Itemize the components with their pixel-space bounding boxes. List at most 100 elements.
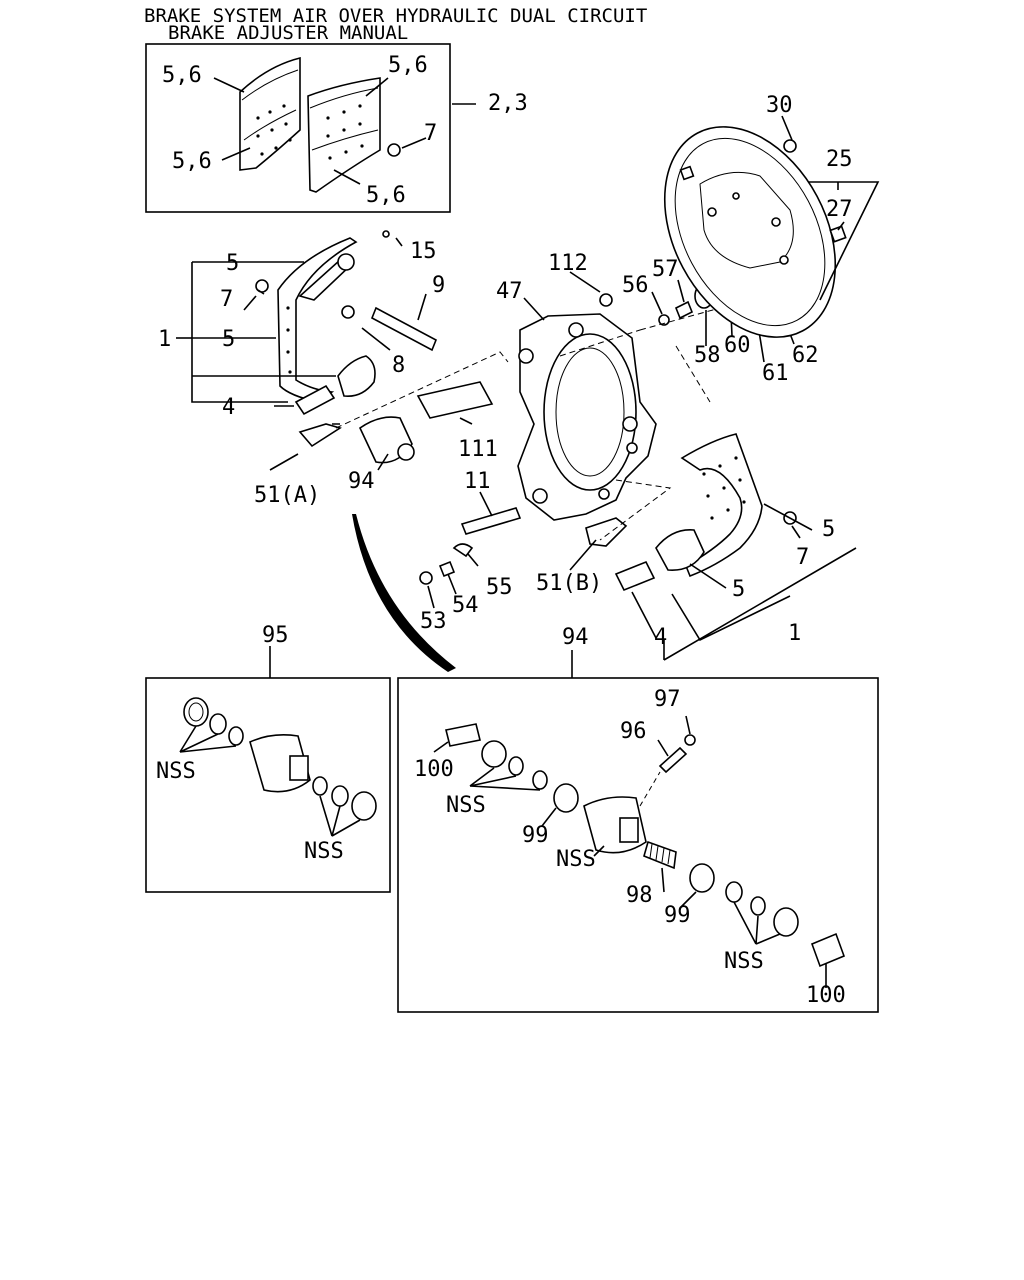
label-57: 57 bbox=[652, 257, 679, 282]
cam-51a-part bbox=[298, 423, 342, 448]
label-99-left: 99 bbox=[522, 823, 549, 848]
brake-lining-left bbox=[239, 56, 301, 171]
label-97: 97 bbox=[654, 687, 681, 712]
pin-15-part bbox=[382, 230, 390, 238]
label-47: 47 bbox=[496, 279, 523, 304]
diagram-title-line2: BRAKE ADJUSTER MANUAL bbox=[168, 22, 408, 44]
label-7-inset: 7 bbox=[424, 121, 437, 146]
bolt-30-part bbox=[783, 139, 797, 153]
spider-center-bore bbox=[543, 333, 637, 491]
label-5-6-bottom-left: 5,6 bbox=[172, 149, 212, 174]
piston-99-left-part bbox=[553, 783, 579, 813]
label-15: 15 bbox=[410, 239, 437, 264]
shoe-roller-right bbox=[655, 529, 705, 571]
label-96: 96 bbox=[620, 719, 647, 744]
label-100-right: 100 bbox=[806, 983, 846, 1008]
label-nss-94-c: NSS bbox=[724, 949, 764, 974]
label-94-left: 94 bbox=[348, 469, 375, 494]
spring-57-part bbox=[674, 300, 694, 320]
plate-111-part bbox=[416, 381, 494, 419]
label-30: 30 bbox=[766, 93, 793, 118]
label-56: 56 bbox=[622, 273, 649, 298]
brake-spider-assembly: 112 47 56 57 58 60 61 62 11 51(B) 55 54 … bbox=[352, 251, 819, 672]
inset-frame-94 bbox=[397, 677, 879, 1013]
inset-brake-linings: 5,6 5,6 5,6 5,6 7 2,3 bbox=[145, 43, 528, 213]
roller-8-part bbox=[341, 305, 355, 319]
boot-94-right-part bbox=[773, 907, 799, 937]
label-7-right: 7 bbox=[796, 545, 809, 570]
bolt-112-part bbox=[599, 293, 613, 307]
label-98: 98 bbox=[626, 883, 653, 908]
label-112: 112 bbox=[548, 251, 588, 276]
bleeder-96-part bbox=[658, 746, 688, 774]
label-nss-94-b: NSS bbox=[556, 847, 596, 872]
label-5-right-a: 5 bbox=[822, 517, 835, 542]
label-5-6-top-left: 5,6 bbox=[162, 63, 202, 88]
label-4-left: 4 bbox=[222, 395, 235, 420]
label-1-left: 1 bbox=[158, 327, 171, 352]
dust-shield-25-part bbox=[663, 126, 837, 338]
label-53: 53 bbox=[420, 609, 447, 634]
left-brake-shoe-assembly: 5 15 7 9 1 5 8 4 111 94 51(A) bbox=[158, 230, 509, 508]
label-4-right: 4 bbox=[654, 625, 667, 650]
washer-54-part bbox=[438, 560, 456, 578]
label-95: 95 bbox=[262, 623, 289, 648]
backing-plate-assembly: 30 25 27 bbox=[663, 93, 880, 338]
label-60: 60 bbox=[724, 333, 751, 358]
label-27: 27 bbox=[826, 197, 853, 222]
label-51a: 51(A) bbox=[254, 483, 320, 508]
bolt-53-part bbox=[419, 571, 433, 585]
label-nss-95-a: NSS bbox=[156, 759, 196, 784]
label-55: 55 bbox=[486, 575, 513, 600]
label-8: 8 bbox=[392, 353, 405, 378]
washer-56-part bbox=[658, 314, 670, 326]
anchor-pin-9-part bbox=[370, 306, 438, 352]
rivet-part bbox=[387, 143, 401, 157]
label-5-right-b: 5 bbox=[732, 577, 745, 602]
label-5-shoe-mid: 5 bbox=[222, 327, 235, 352]
label-100-left: 100 bbox=[414, 757, 454, 782]
label-9: 9 bbox=[432, 273, 445, 298]
spring-98-part bbox=[643, 840, 677, 870]
label-51b: 51(B) bbox=[536, 571, 602, 596]
assembly-arrow bbox=[352, 514, 456, 672]
pushrod-100-right-part bbox=[810, 932, 846, 968]
label-54: 54 bbox=[452, 593, 479, 618]
label-7-left: 7 bbox=[220, 287, 233, 312]
inset-95-wheel-cylinder-kit: 95 NSS NSS bbox=[145, 623, 391, 893]
rivet-7-left-part bbox=[255, 279, 269, 293]
label-nss-94-a: NSS bbox=[446, 793, 486, 818]
label-25: 25 bbox=[826, 147, 853, 172]
label-nss-95-b: NSS bbox=[304, 839, 344, 864]
inset-frame-95 bbox=[145, 677, 391, 893]
label-61: 61 bbox=[762, 361, 789, 386]
bushing-4-left-part bbox=[294, 384, 336, 416]
pushrod-100-left-part bbox=[445, 723, 481, 747]
boot-right-part bbox=[351, 791, 377, 821]
clip-55-part bbox=[452, 543, 474, 558]
bushing-4-right-part bbox=[614, 560, 656, 592]
right-brake-shoe-assembly: 5 7 5 4 1 bbox=[614, 433, 857, 661]
pin-11-part bbox=[460, 507, 522, 535]
cam-51b-part bbox=[585, 517, 628, 547]
label-5-6-top-right: 5,6 bbox=[388, 53, 428, 78]
label-111: 111 bbox=[458, 437, 498, 462]
label-5-6-bottom-right: 5,6 bbox=[366, 183, 406, 208]
diagram-title-line1: BRAKE SYSTEM AIR OVER HYDRAULIC DUAL CIR… bbox=[144, 5, 647, 27]
inset-frame-linings bbox=[145, 43, 451, 213]
brake-shoe-right bbox=[680, 433, 763, 578]
label-2-3: 2,3 bbox=[488, 91, 528, 116]
shoe-roller-left bbox=[337, 355, 376, 398]
label-1-right: 1 bbox=[788, 621, 801, 646]
piston-99-right-part bbox=[689, 863, 715, 893]
inset-94-wheel-cylinder-kit: 94 100 97 96 NSS 99 NSS 98 99 NSS 100 bbox=[397, 625, 879, 1013]
label-5-shoe-top: 5 bbox=[226, 251, 239, 276]
boot-part bbox=[183, 697, 209, 727]
label-58: 58 bbox=[694, 343, 721, 368]
label-99-right: 99 bbox=[664, 903, 691, 928]
label-11: 11 bbox=[464, 469, 491, 494]
cap-97-part bbox=[684, 734, 696, 746]
plug-27-part bbox=[829, 225, 847, 243]
label-62: 62 bbox=[792, 343, 819, 368]
